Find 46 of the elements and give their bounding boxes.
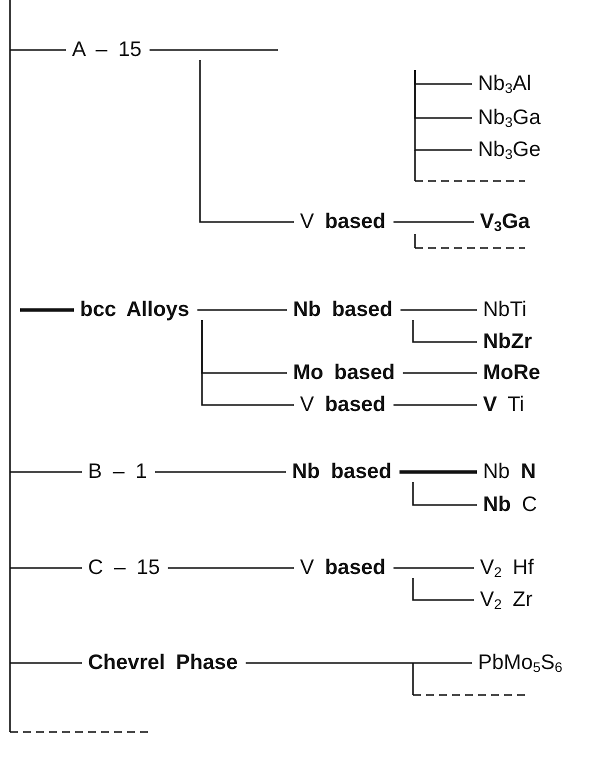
tree-label: V$_{2}$ Zr <box>480 588 532 612</box>
tree-label: NbTi <box>483 298 527 322</box>
tree-label: Nb$_{3}$Ge <box>478 138 541 162</box>
connector-line <box>412 482 477 506</box>
connector-line <box>10 49 66 51</box>
connector-line <box>10 567 82 569</box>
tree-label: V based <box>300 393 386 417</box>
connector-line <box>168 567 294 569</box>
connector-line <box>412 320 477 343</box>
connector-line <box>400 470 477 474</box>
tree-label: V$_{2}$ Hf <box>480 556 534 580</box>
tree-label: PbMo$_{5}$S$_{6}$ <box>478 651 562 675</box>
tree-label: bcc Alloys <box>80 298 190 322</box>
tree-label: Nb$_{3}$Ga <box>478 106 541 130</box>
connector-line <box>412 578 474 601</box>
tree-label: Nb based <box>292 460 392 484</box>
tree-label: MoRe <box>483 361 540 385</box>
tree-label: V$_{3}$Ga <box>480 210 530 234</box>
tree-label: C – 15 <box>88 556 160 580</box>
tree-label: Nb N <box>483 460 536 484</box>
tree-label: A – 15 <box>72 38 142 62</box>
tree-label: Nb based <box>293 298 393 322</box>
tree-label: Nb C <box>483 493 537 517</box>
connector-line <box>394 404 477 406</box>
connector-line <box>199 60 294 223</box>
tree-label: Nb$_{3}$Al <box>478 72 532 96</box>
connector-line <box>10 471 82 473</box>
connector-line <box>10 662 82 664</box>
tree-label: V based <box>300 556 386 580</box>
connector-line <box>394 567 474 569</box>
tree-label: NbZr <box>483 330 532 354</box>
connector-line <box>201 320 294 406</box>
tree-label: Chevrel Phase <box>88 651 238 675</box>
connector-line <box>246 662 472 664</box>
connector-line <box>400 309 477 311</box>
connector-line <box>394 221 474 223</box>
tree-label: V Ti <box>483 393 524 417</box>
tree-label: Mo based <box>293 361 395 385</box>
connector-line <box>150 49 278 51</box>
connector-line <box>414 70 472 151</box>
tree-label: B – 1 <box>88 460 148 484</box>
connector-line <box>155 471 286 473</box>
connector-line <box>20 308 74 312</box>
connector-line <box>402 372 477 374</box>
tree-label: V based <box>300 210 386 234</box>
connector-line <box>197 309 287 311</box>
